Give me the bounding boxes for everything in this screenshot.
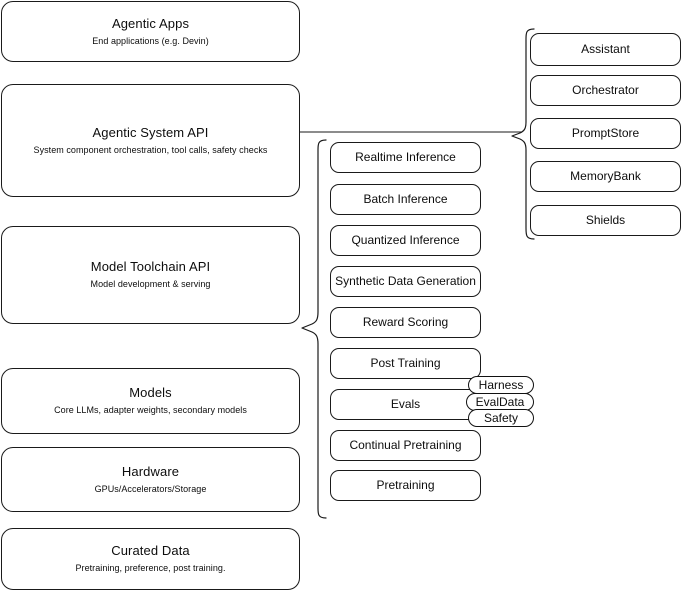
component-box-shields[interactable]: Shields [530,205,681,236]
eval-badge-harness[interactable]: Harness [468,376,534,394]
capability-label: Synthetic Data Generation [335,274,476,288]
component-label: Assistant [581,42,630,56]
layer-title: Models [129,385,172,400]
component-label: Shields [585,213,626,227]
capability-box-quantized-inference[interactable]: Quantized Inference [330,225,481,256]
layer-subtitle: System component orchestration, tool cal… [33,144,268,155]
capability-box-batch-inference[interactable]: Batch Inference [330,184,481,215]
connector-line-system-api-to-components [300,126,524,140]
eval-badge-label: EvalData [475,395,525,409]
capability-label: Reward Scoring [362,315,449,329]
capability-box-realtime-inference[interactable]: Realtime Inference [330,142,481,173]
component-label: PromptStore [571,126,640,140]
layer-subtitle: Pretraining, preference, post training. [75,563,226,573]
capability-label: Pretraining [376,478,435,492]
layer-subtitle: GPUs/Accelerators/Storage [94,483,207,494]
layer-title: Agentic System API [92,124,209,140]
layer-subtitle: Model development & serving [90,279,211,289]
layer-subtitle: End applications (e.g. Devin) [92,35,209,46]
layer-title: Agentic Apps [111,15,190,31]
layer-title: Model Toolchain API [90,259,211,274]
eval-badge-safety[interactable]: Safety [468,409,534,427]
component-box-assistant[interactable]: Assistant [530,33,681,66]
capability-label: Realtime Inference [355,150,456,164]
capability-label: Continual Pretraining [349,438,462,452]
layer-title: Hardware [121,463,180,479]
capability-box-reward-scoring[interactable]: Reward Scoring [330,307,481,338]
layer-title: Curated Data [111,543,190,558]
eval-badge-label: Safety [483,411,519,425]
capability-label: Batch Inference [363,192,448,206]
component-label: MemoryBank [570,169,641,183]
capability-label: Post Training [370,356,441,370]
layer-box-agentic-apps[interactable]: Agentic Apps End applications (e.g. Devi… [1,1,300,62]
capability-box-continual-pretraining[interactable]: Continual Pretraining [330,430,481,461]
capability-label: Evals [390,397,421,411]
capability-box-pretraining[interactable]: Pretraining [330,470,481,501]
layer-subtitle: Core LLMs, adapter weights, secondary mo… [54,405,247,415]
layer-box-model-toolchain-api[interactable]: Model Toolchain API Model development & … [1,226,300,324]
layer-box-hardware[interactable]: Hardware GPUs/Accelerators/Storage [1,447,300,512]
layer-box-curated-data[interactable]: Curated Data Pretraining, preference, po… [1,528,300,590]
layer-box-agentic-system-api[interactable]: Agentic System API System component orch… [1,84,300,197]
eval-badge-label: Harness [478,378,524,392]
component-box-memorybank[interactable]: MemoryBank [530,161,681,192]
layer-box-models[interactable]: Models Core LLMs, adapter weights, secon… [1,368,300,434]
component-box-orchestrator[interactable]: Orchestrator [530,75,681,106]
capability-label: Quantized Inference [351,233,460,247]
capability-box-evals[interactable]: Evals [330,389,481,420]
capability-box-post-training[interactable]: Post Training [330,348,481,379]
brace-model-toolchain-capabilities [300,138,328,522]
capability-box-synthetic-data-generation[interactable]: Synthetic Data Generation [330,266,481,297]
component-label: Orchestrator [572,83,639,97]
component-box-promptstore[interactable]: PromptStore [530,118,681,149]
